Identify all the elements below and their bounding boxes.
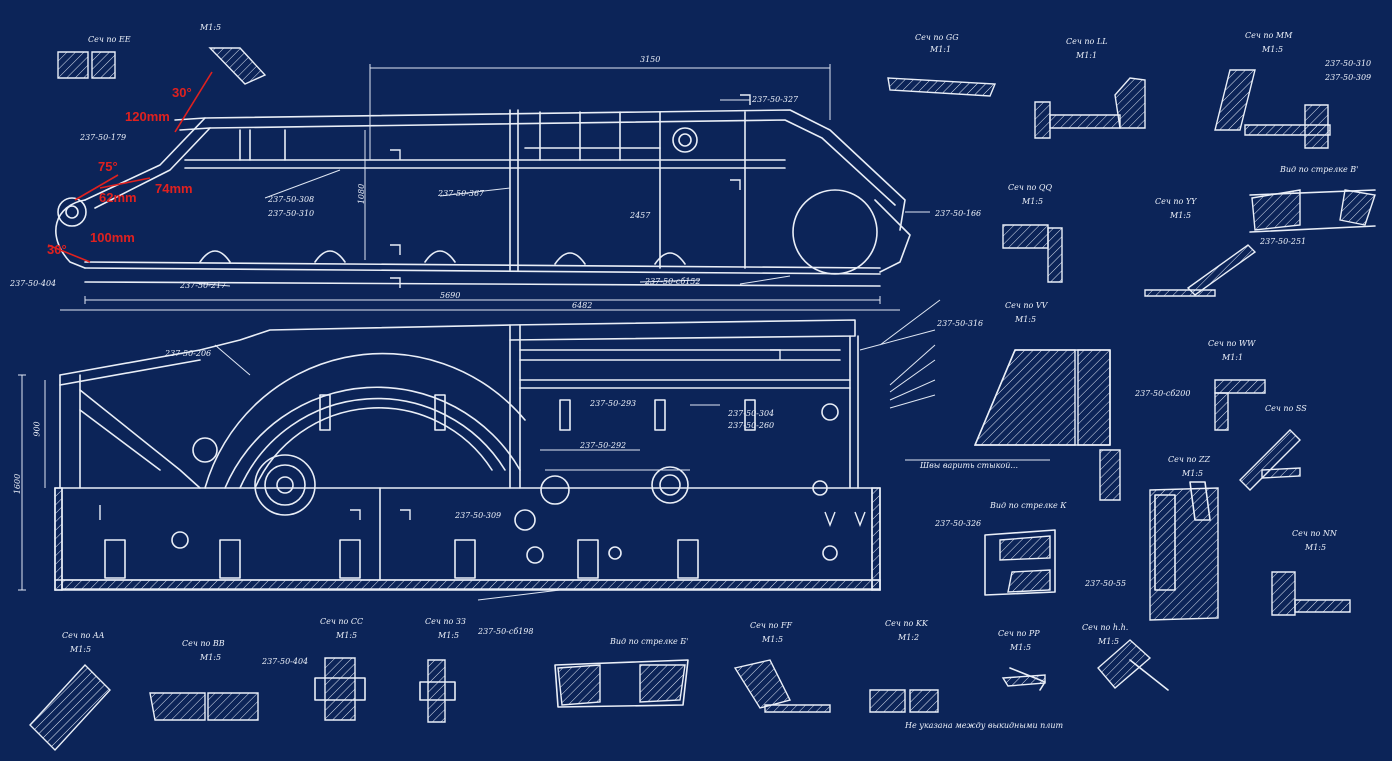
part-309: 237-50-309	[455, 511, 502, 520]
armor-angle-mid: 75°	[98, 159, 118, 174]
label-scale-cc: M1:5	[336, 631, 358, 640]
label-scale-ww: M1:1	[1222, 353, 1244, 362]
upper-hull-side-view	[55, 64, 930, 311]
label-scale-zz: M1:5	[1182, 469, 1204, 478]
label-sec-gg: Сеч по GG	[915, 33, 959, 42]
label-scale-ll: M1:1	[1076, 51, 1098, 60]
part-304: 237-50-304	[728, 409, 775, 418]
label-scale-zz-lower: M1:5	[438, 631, 460, 640]
part-55: 237-50-55	[1085, 579, 1127, 588]
part-206: 237-50-206	[165, 349, 212, 358]
part-251: 237-50-251	[1260, 237, 1307, 246]
armor-thickness-b: 62mm	[99, 190, 137, 205]
label-scale-ee: M1:5	[200, 23, 222, 32]
dim-900: 900	[32, 421, 42, 437]
armor-annotation-lines	[47, 71, 213, 263]
armor-thickness-a: 74mm	[155, 181, 193, 196]
part-260: 237-50-260	[728, 421, 775, 430]
part-200: 237-50-сб200	[1135, 389, 1191, 398]
dim-3150: 3150	[640, 55, 661, 64]
label-sec-zz-lower: Сеч по ЗЗ	[425, 617, 466, 626]
label-scale-ff: M1:5	[762, 635, 784, 644]
dim-6482: 6482	[572, 301, 593, 310]
label-view-k: Вид по стрелке К	[990, 501, 1067, 510]
label-sec-kk: Сеч по KK	[885, 619, 928, 628]
label-scale-hh: M1:5	[1098, 637, 1120, 646]
armor-angle-top: 30°	[172, 85, 192, 100]
label-sec-vv: Сеч по VV	[1005, 301, 1048, 310]
note-weld: Швы варить стыкой...	[920, 461, 1018, 470]
label-scale-pp: M1:5	[1010, 643, 1032, 652]
label-scale-dd: M1:5	[1022, 197, 1044, 206]
dim-1600: 1600	[13, 473, 23, 495]
part-310: 237-50-310	[268, 209, 315, 218]
armor-thickness-top: 120mm	[125, 109, 170, 124]
label-view-b: Вид по стрелке В'	[1280, 165, 1359, 174]
part-316: 237-50-316	[937, 319, 984, 328]
label-sec-cc: Сеч по CC	[320, 617, 364, 626]
label-sec-zz: Сеч по ZZ	[1168, 455, 1211, 464]
note-bottom: Не указана между выкидными плит	[905, 721, 1064, 730]
label-view-b2: Вид по стрелке Б'	[610, 637, 689, 646]
label-scale-yy: M1:5	[1170, 211, 1192, 220]
part-409: 237-50-404	[262, 657, 309, 666]
label-sec-ll: Сеч по LL	[1066, 37, 1108, 46]
part-217: 237-50-217	[180, 281, 227, 290]
label-scale-vv: M1:5	[1015, 315, 1037, 324]
armor-angle-bottom: 30°	[47, 242, 67, 257]
part-327: 237-50-327	[752, 95, 799, 104]
label-sec-ww: Сеч по WW	[1208, 339, 1256, 348]
label-sec-pp: Сеч по PP	[998, 629, 1040, 638]
label-scale-kk: M1:2	[898, 633, 920, 642]
part-152: 237-50-сб152	[645, 277, 701, 286]
dim-5690: 5690	[440, 291, 461, 300]
lower-hull-front-view	[18, 299, 1050, 601]
dim-2457: 2457	[630, 211, 651, 220]
label-sec-dd: Сеч по QQ	[1008, 183, 1053, 192]
label-scale-aa: M1:5	[70, 645, 92, 654]
part-308: 237-50-308	[268, 195, 315, 204]
label-sec-nn: Сеч по NN	[1292, 529, 1337, 538]
label-scale-mm: M1:5	[1262, 45, 1284, 54]
armor-thickness-bottom: 100mm	[90, 230, 135, 245]
dim-1080: 1080	[357, 183, 367, 205]
label-sec-yy: Сеч по YY	[1155, 197, 1197, 206]
label-sec-bb: Сеч по BB	[182, 639, 225, 648]
part-404: 237-50-404	[10, 279, 57, 288]
part-179: 237-50-179	[80, 133, 127, 142]
label-sec-hh: Сеч по h.h.	[1082, 623, 1129, 632]
part-310b: 237-50-310	[1325, 59, 1372, 68]
label-scale-gg: M1:1	[930, 45, 952, 54]
part-367: 237-50-367	[438, 189, 485, 198]
part-309b: 237-50-309	[1325, 73, 1372, 82]
label-scale-bb: M1:5	[200, 653, 222, 662]
label-sec-aa: Сеч по AA	[62, 631, 105, 640]
label-sec-mm: Сеч по MM	[1245, 31, 1293, 40]
part-293: 237-50-293	[590, 399, 637, 408]
label-scale-nn: M1:5	[1305, 543, 1327, 552]
section-details	[29, 47, 1376, 752]
label-sec-ff: Сеч по FF	[750, 621, 792, 630]
part-326: 237-50-326	[935, 519, 982, 528]
part-292: 237-50-292	[580, 441, 627, 450]
part-198: 237-50-сб198	[478, 627, 534, 636]
part-166: 237-50-166	[935, 209, 982, 218]
label-sec-ss: Сеч по SS	[1265, 404, 1307, 413]
label-sec-ee: Сеч по EE	[88, 35, 131, 44]
